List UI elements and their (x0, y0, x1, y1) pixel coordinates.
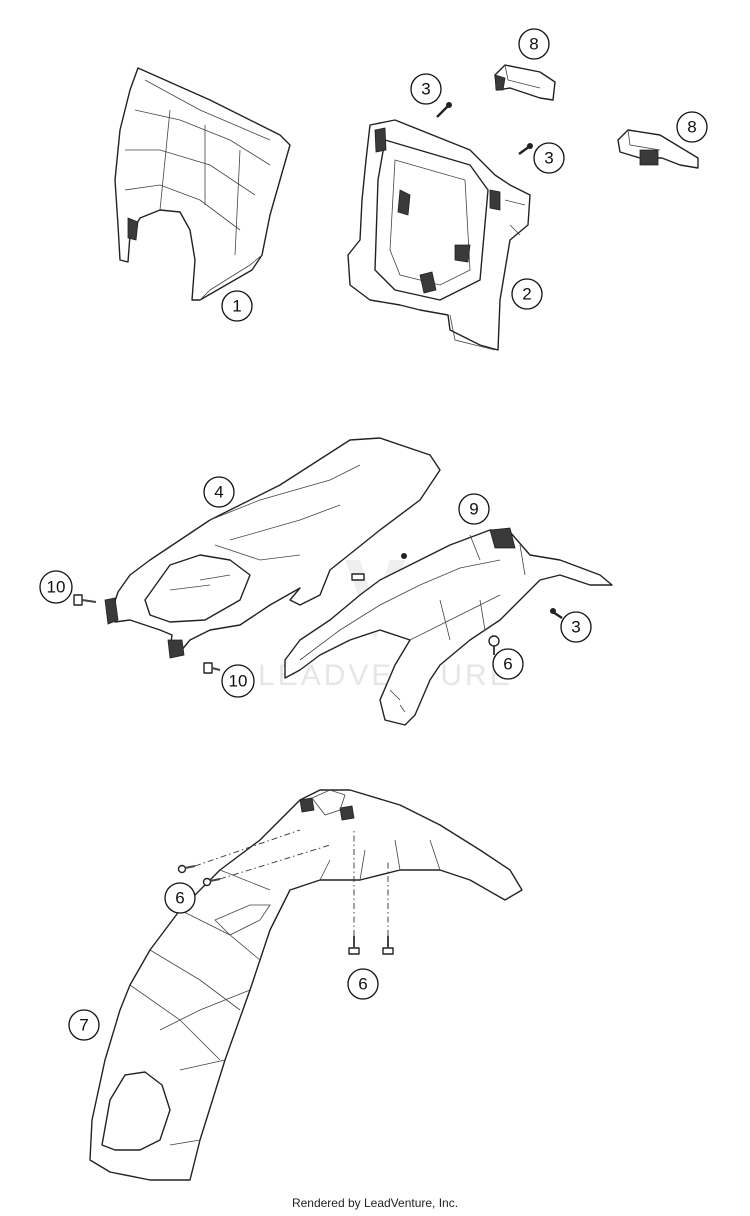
part-7-front-fender (89, 789, 523, 1181)
strap-8-upper (494, 64, 556, 101)
screw-3-right (518, 143, 533, 155)
render-credit: Rendered by LeadVenture, Inc. (291, 1196, 459, 1210)
part-2-headlight-frame (347, 119, 531, 351)
callout-3-upper: 3 (410, 73, 442, 105)
svg-text:2: 2 (522, 285, 531, 304)
callout-9: 9 (458, 493, 490, 525)
svg-text:3: 3 (421, 80, 430, 99)
screw-3-mid (550, 608, 563, 619)
part-4-seat (104, 437, 441, 659)
bolt-6-mid (488, 635, 500, 655)
callout-6-mid: 6 (492, 648, 524, 680)
part-9-side-panel (284, 527, 613, 726)
svg-text:8: 8 (529, 35, 538, 54)
bolt-10-left (73, 594, 97, 606)
svg-text:3: 3 (571, 618, 580, 637)
bolts-6-fender-left (177, 864, 221, 887)
svg-text:1: 1 (232, 297, 241, 316)
svg-text:10: 10 (229, 672, 248, 691)
callout-2: 2 (511, 278, 543, 310)
svg-text:8: 8 (687, 118, 696, 137)
callout-7: 7 (68, 1009, 100, 1041)
callout-3-mid: 3 (560, 611, 592, 643)
callout-8-right: 8 (676, 111, 708, 143)
svg-text:6: 6 (175, 889, 184, 908)
screw-3-upper (436, 102, 452, 118)
callout-4: 4 (203, 476, 235, 508)
part-1-headlight-mask (114, 67, 291, 301)
leader-lines (194, 829, 389, 936)
small-screws-middle (351, 553, 407, 581)
bolts-6-fender-bottom (348, 936, 394, 955)
svg-text:3: 3 (544, 149, 553, 168)
callout-1: 1 (221, 290, 253, 322)
svg-text:4: 4 (214, 483, 223, 502)
svg-text:6: 6 (358, 975, 367, 994)
callout-3-right: 3 (533, 142, 565, 174)
svg-text:9: 9 (469, 500, 478, 519)
callout-8-upper: 8 (518, 28, 550, 60)
callout-6-left: 6 (164, 882, 196, 914)
svg-text:10: 10 (47, 578, 66, 597)
strap-8-right (617, 129, 699, 169)
bolt-10-bottom (203, 662, 221, 674)
callout-10-bottom: 10 (221, 664, 255, 698)
callout-10-left: 10 (39, 570, 73, 604)
svg-text:6: 6 (503, 655, 512, 674)
callout-6-bottom: 6 (347, 968, 379, 1000)
svg-text:7: 7 (79, 1016, 88, 1035)
